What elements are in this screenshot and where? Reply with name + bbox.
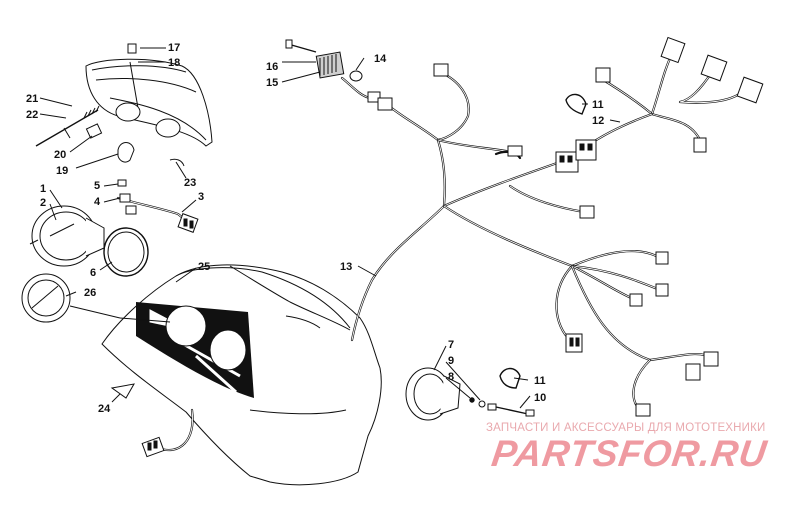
- headlight-assembly: [85, 58, 213, 147]
- callout-10: 10: [534, 392, 546, 404]
- callout-6: 6: [90, 267, 96, 279]
- instrument-cover: [101, 264, 382, 486]
- bulb-socket: [127, 43, 137, 54]
- callout-15: 15: [266, 77, 278, 89]
- leader-lines: [39, 47, 621, 409]
- gauge-clip: [499, 367, 521, 389]
- tachometer-gauge: [405, 367, 461, 421]
- harness-clip: [565, 93, 587, 115]
- callout-16: 16: [266, 61, 278, 73]
- main-wiring-harness: [350, 63, 719, 417]
- watermark-brand: PARTSFOR.RU: [489, 433, 770, 474]
- voltage-regulator: [285, 39, 381, 103]
- callout-26: 26: [84, 287, 96, 299]
- bulb-boot: [117, 142, 135, 163]
- callout-1: 1: [40, 183, 46, 195]
- callout-24: 24: [98, 403, 111, 415]
- callout-3: 3: [198, 191, 204, 203]
- callout-11-lower: 11: [534, 375, 546, 387]
- callout-14: 14: [374, 53, 387, 65]
- callout-11-upper: 11: [592, 99, 604, 111]
- callout-4: 4: [94, 196, 101, 208]
- callout-9: 9: [448, 355, 454, 367]
- callout-13: 13: [340, 261, 352, 273]
- callout-18: 18: [168, 57, 180, 69]
- callout-20: 20: [54, 149, 66, 161]
- adjuster-nut: [85, 123, 103, 139]
- gauge-nut: [478, 400, 486, 408]
- retaining-spring: [169, 158, 185, 167]
- callout-5: 5: [94, 180, 100, 192]
- callout-17: 17: [168, 42, 180, 54]
- speedometer-gauge: [29, 205, 105, 267]
- callout-19: 19: [56, 165, 68, 177]
- callout-7: 7: [448, 339, 454, 351]
- callout-labels: 1 2 3 4 5 6 7 8 9 10 11 11 12 13 14 15 1…: [26, 42, 604, 415]
- gauge-lamp-socket: [487, 403, 535, 417]
- callout-25: 25: [198, 261, 210, 273]
- gauge-bezel-ring: [103, 227, 149, 277]
- callout-2: 2: [40, 197, 46, 209]
- auxiliary-harness: [575, 36, 764, 161]
- adjuster-screw: [35, 105, 100, 147]
- callout-12: 12: [592, 115, 604, 127]
- callout-8: 8: [448, 371, 454, 383]
- gauge-washer: [469, 397, 475, 403]
- watermark-subtitle: ЗАПЧАСТИ И АКСЕССУАРЫ ДЛЯ МОТОТЕХНИКИ: [486, 422, 766, 434]
- gauge-lens: [21, 273, 71, 323]
- callout-22: 22: [26, 109, 38, 121]
- callout-21: 21: [26, 93, 38, 105]
- callout-23: 23: [184, 177, 196, 189]
